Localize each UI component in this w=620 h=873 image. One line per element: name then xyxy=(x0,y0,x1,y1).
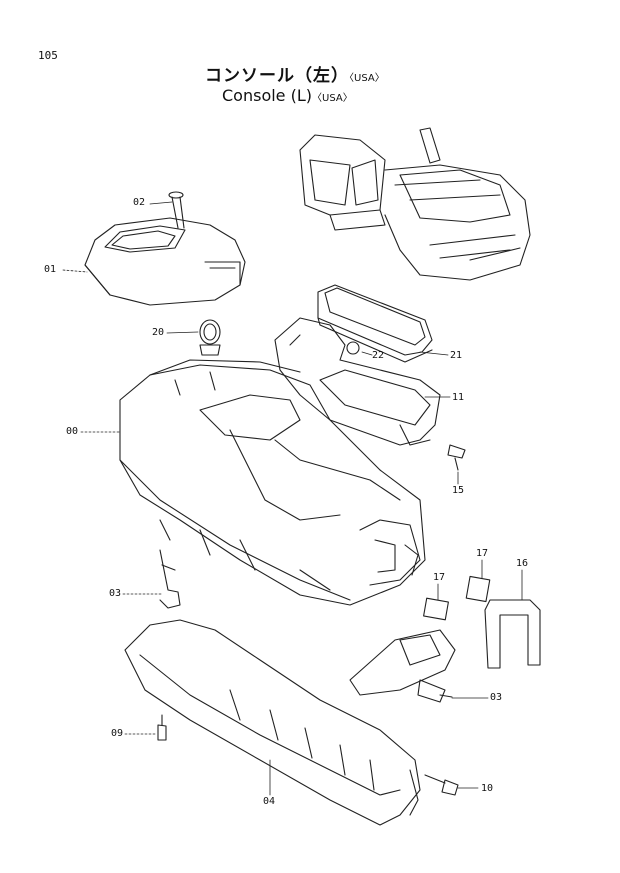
title-english-usa-tag: 〈USA〉 xyxy=(312,93,353,104)
part-02-screw xyxy=(168,191,185,229)
part-03-bolt xyxy=(159,549,181,609)
callout-part-17-upper: 17 xyxy=(476,548,489,559)
callout-part-21: 21 xyxy=(450,350,463,361)
callout-part-03-right: 03 xyxy=(490,692,503,703)
title-japanese-usa-tag: 〈USA〉 xyxy=(349,73,385,84)
machine-overview-illustration xyxy=(299,127,531,281)
callout-part-01: 01 xyxy=(44,264,57,275)
callout-part-02: 02 xyxy=(133,197,146,208)
callout-part-10: 10 xyxy=(481,783,494,794)
part-22-knob xyxy=(346,341,360,355)
part-20-clamp xyxy=(199,319,221,356)
callout-part-15: 15 xyxy=(452,485,465,496)
title-english-text: Console (L) xyxy=(222,86,312,105)
callout-part-22: 22 xyxy=(372,350,385,361)
mounting-bracket-assembly xyxy=(349,629,456,703)
title-english: Console (L)〈USA〉 xyxy=(222,86,353,105)
part-17-pad-lower xyxy=(423,597,449,621)
page-number: 105 xyxy=(38,49,58,62)
part-21-insert-cover xyxy=(317,284,433,363)
leader-lines xyxy=(62,201,523,796)
callout-part-17-lower: 17 xyxy=(433,572,446,583)
callout-part-00: 00 xyxy=(66,426,79,437)
callout-part-04: 04 xyxy=(263,796,276,807)
callout-part-09: 09 xyxy=(111,728,124,739)
part-16-u-bracket xyxy=(484,599,541,669)
part-15-screw xyxy=(447,444,466,471)
callout-part-20: 20 xyxy=(152,327,165,338)
callout-part-11: 11 xyxy=(452,392,465,403)
part-17-pad-upper xyxy=(465,575,491,603)
title-japanese-text: コンソール（左） xyxy=(205,66,349,86)
callout-part-16: 16 xyxy=(516,558,529,569)
part-09-screw xyxy=(157,714,167,741)
part-00-console-body xyxy=(119,359,426,606)
callout-part-03-left: 03 xyxy=(109,588,122,599)
title-japanese: コンソール（左）〈USA〉 xyxy=(205,61,385,86)
part-01-upper-cover xyxy=(84,217,246,306)
part-04-under-cover xyxy=(124,619,421,826)
part-10-screw xyxy=(424,774,459,796)
